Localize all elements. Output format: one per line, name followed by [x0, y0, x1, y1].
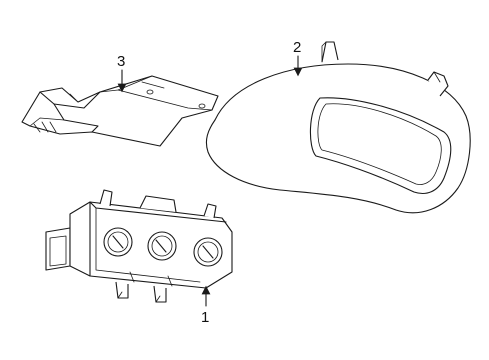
callout-leaders — [117, 55, 303, 307]
heater-control-part — [45, 189, 233, 303]
bezel-part — [205, 41, 471, 214]
callout-label-3: 3 — [117, 53, 125, 70]
callout-label-1: 1 — [201, 309, 209, 326]
mounting-bracket-part — [21, 75, 219, 147]
callout-label-2: 2 — [293, 39, 301, 56]
